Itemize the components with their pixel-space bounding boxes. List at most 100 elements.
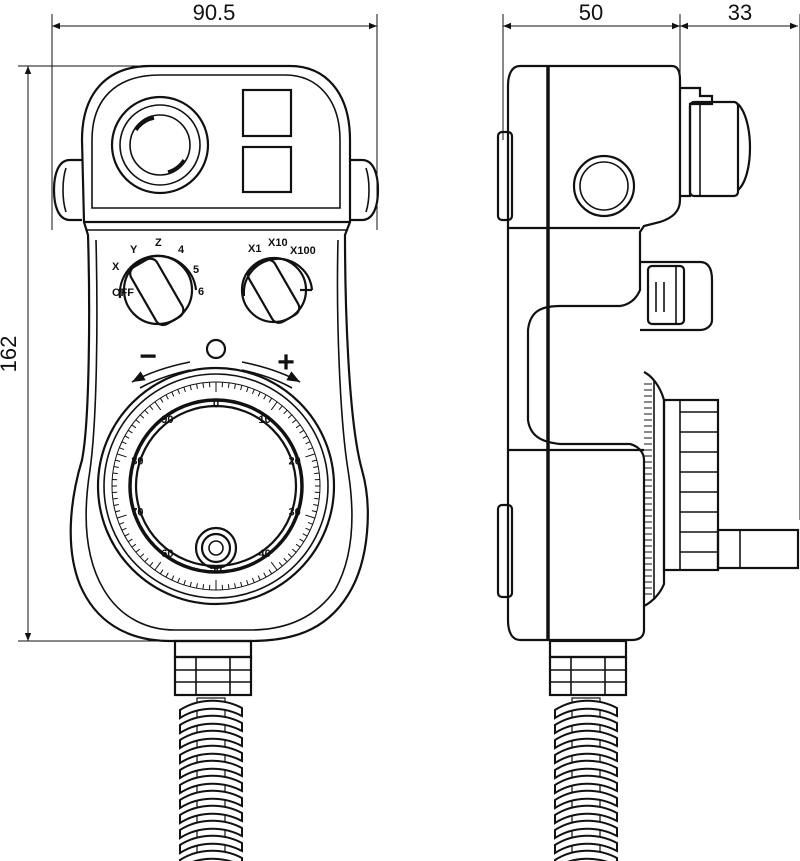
handwheel-tick <box>149 405 154 411</box>
handwheel-tick <box>177 389 181 395</box>
ccw-arrow <box>131 361 191 383</box>
handwheel-tick <box>144 557 149 563</box>
handwheel-crank-knob[interactable] <box>194 526 238 570</box>
side-handwheel[interactable] <box>643 371 800 607</box>
handwheel-scale-label: 40 <box>258 548 270 560</box>
cable-coil <box>179 744 243 765</box>
side-cable-gland <box>548 639 628 697</box>
cable-coil <box>554 714 618 735</box>
handwheel-tick <box>159 397 164 403</box>
cable-coil <box>554 699 618 720</box>
handwheel-tick <box>154 401 162 411</box>
handwheel-tick <box>295 543 301 548</box>
cable-coil <box>554 789 618 810</box>
handwheel-tick <box>305 514 316 519</box>
handwheel-tick <box>196 383 198 389</box>
handwheel-tick <box>268 569 273 575</box>
handwheel-tick <box>305 527 311 531</box>
cable-coil <box>179 789 243 810</box>
handwheel-tick <box>314 472 320 475</box>
handwheel-tick <box>311 510 317 513</box>
handwheel-tick <box>313 504 319 506</box>
handwheel-tick <box>139 414 145 419</box>
handwheel-tick <box>135 419 141 424</box>
handwheel-tick <box>115 459 121 462</box>
handwheel-tick <box>302 435 308 439</box>
handwheel-tick <box>171 575 175 581</box>
handwheel-tick <box>119 447 125 451</box>
handwheel-tick <box>307 447 313 451</box>
handwheel-tick <box>202 584 205 590</box>
handwheel-tick <box>305 453 316 458</box>
handwheel-tick <box>295 424 301 429</box>
dimension-protrusion-label: 33 <box>728 0 752 25</box>
dimension-lines <box>18 14 800 642</box>
cable-coil <box>179 774 243 795</box>
handwheel-tick <box>234 383 236 389</box>
handwheel-tick <box>246 580 249 586</box>
cable-coil <box>554 834 618 855</box>
handwheel-tick <box>257 575 261 581</box>
handwheel-tick <box>240 581 243 587</box>
bottom-square-button[interactable] <box>241 145 293 194</box>
top-square-button[interactable] <box>241 88 293 138</box>
handwheel-tick <box>149 561 154 567</box>
handwheel-tick <box>270 401 278 411</box>
side-emergency-stop[interactable] <box>680 86 752 198</box>
handwheel-tick <box>263 394 267 400</box>
side-selector-knobs[interactable] <box>640 260 714 332</box>
dimension-width-label: 90.5 <box>193 0 236 25</box>
handwheel-tick <box>127 538 133 543</box>
cable-coil <box>554 744 618 765</box>
front-spiral-cable <box>179 697 243 861</box>
handwheel-tick <box>159 569 164 575</box>
handwheel-tick <box>189 581 192 587</box>
step-selector-knob[interactable] <box>240 256 314 326</box>
handwheel-tick <box>177 577 181 583</box>
handwheel-tick <box>234 583 236 589</box>
handwheel-tick <box>183 580 186 586</box>
emergency-stop-button[interactable] <box>110 95 210 195</box>
handwheel-tick <box>165 572 169 578</box>
handwheel-tick <box>283 409 288 415</box>
handwheel-tick <box>287 414 293 419</box>
plus-symbol: + <box>277 346 295 379</box>
handwheel-tick <box>154 561 162 571</box>
handwheel-tick <box>171 391 175 397</box>
handwheel-scale-label: 0 <box>213 398 219 410</box>
handwheel-tick <box>124 435 130 439</box>
cable-coil <box>179 699 243 720</box>
cable-coil <box>554 849 618 861</box>
handwheel-tick <box>115 510 121 513</box>
handwheel-tick <box>263 572 267 578</box>
handwheel-tick <box>131 424 137 429</box>
handwheel-tick <box>278 405 283 411</box>
handwheel-tick <box>112 472 118 475</box>
handwheel-tick <box>121 441 127 445</box>
handwheel-tick <box>307 521 313 525</box>
axis-selector-knob[interactable] <box>118 254 198 328</box>
svg-text:OFF: OFF <box>112 287 134 299</box>
handwheel-tick <box>121 527 127 531</box>
svg-text:Y: Y <box>130 244 138 256</box>
handwheel-tick <box>131 543 137 548</box>
handwheel-tick <box>113 466 119 468</box>
handwheel-tick <box>251 389 255 395</box>
handwheel-tick <box>183 386 186 392</box>
handwheel-tick <box>299 538 305 543</box>
handwheel-tick <box>116 453 127 458</box>
handwheel-tick <box>127 429 133 434</box>
handwheel-tick <box>283 557 288 563</box>
dimension-depth-label: 50 <box>579 0 603 25</box>
handwheel-tick <box>257 391 261 397</box>
handwheel-tick <box>246 386 249 392</box>
handwheel-tick <box>278 561 283 567</box>
handwheel-tick <box>302 533 308 537</box>
svg-text:5: 5 <box>193 264 199 276</box>
side-round-button[interactable] <box>572 154 636 218</box>
handwheel-scale-label: 60 <box>161 548 173 560</box>
handwheel-tick <box>314 497 320 500</box>
handwheel-tick <box>135 548 141 553</box>
handwheel-tick <box>227 382 230 388</box>
handwheel-tick <box>119 521 125 525</box>
